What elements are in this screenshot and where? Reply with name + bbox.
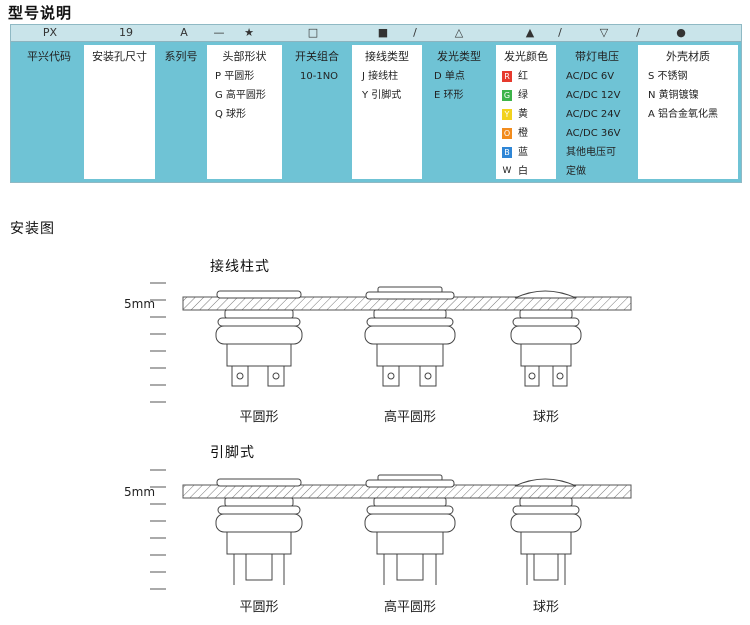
column-head-shape: 头部形状 P 平圆形 G 高平圆形 Q 球形 [207, 45, 282, 179]
switch-ball-terminal [510, 290, 582, 387]
code-19: 19 [119, 26, 133, 39]
column-header: 平兴代码 [27, 50, 71, 63]
list-item: AC/DC 36V [566, 128, 621, 139]
code-a: A [180, 26, 188, 39]
color-name: 白 [518, 166, 528, 177]
column-header: 外壳材质 [666, 50, 710, 63]
color-swatch: O [502, 127, 512, 139]
column-lamp-voltage: 带灯电压 AC/DC 6V AC/DC 12V AC/DC 24V AC/DC … [558, 45, 636, 179]
code-down-triangle: ▽ [599, 26, 609, 39]
code-px: PX [42, 26, 58, 39]
list-item: P 平圆形 [215, 71, 255, 82]
column-header: 发光颜色 [504, 50, 548, 63]
list-item: Q 球形 [215, 109, 247, 120]
color-swatch: G [502, 89, 512, 101]
color-name: 蓝 [518, 147, 528, 158]
color-name: 橙 [518, 128, 528, 139]
section-pin-title: 引脚式 [210, 445, 255, 461]
switch-high-flat-round-terminal [364, 286, 456, 387]
thickness-label: 5mm [124, 297, 156, 311]
list-item: E 环形 [434, 90, 464, 101]
color-swatch: Y [502, 108, 512, 120]
list-item: AC/DC 24V [566, 109, 621, 120]
list-item: 10-1NO [300, 71, 339, 82]
model-legend-table: PX 19 A — ★ □ ■ / △ ▲ / ▽ / ● 平兴代码 安装孔尺寸… [10, 24, 742, 183]
list-item: AC/DC 6V [566, 71, 615, 82]
column-header: 系列号 [164, 50, 198, 63]
shape-label-high-flat: 高平圆形 [383, 600, 436, 615]
shape-label-ball: 球形 [532, 600, 559, 615]
column-light-type: 发光类型 D 单点 E 环形 [424, 45, 494, 179]
column-series: 系列号 [157, 45, 205, 179]
code-row: PX 19 A — ★ □ ■ / △ ▲ / ▽ / ● [11, 25, 741, 42]
section-terminal-title: 接线柱式 [210, 259, 270, 275]
code-filled-square: ■ [377, 26, 389, 39]
column-switch-combo: 开关组合 10-1NO [284, 45, 350, 179]
color-swatch: W [502, 165, 512, 177]
code-slash: / [413, 26, 417, 39]
column-header: 带灯电压 [575, 50, 619, 63]
shape-label-ball: 球形 [532, 410, 559, 425]
list-item: G 高平圆形 [215, 90, 266, 101]
code-open-triangle: △ [454, 26, 464, 39]
color-swatch: B [502, 146, 512, 158]
install-heading: 安装图 [10, 221, 55, 237]
switch-flat-round-pin [215, 478, 303, 585]
column-housing-material: 外壳材质 S 不锈钢 N 黄铜镀镍 A 铝合金氧化黑 [638, 45, 738, 179]
shape-label-flat: 平圆形 [239, 600, 279, 615]
column-header: 头部形状 [222, 50, 267, 63]
color-name: 绿 [518, 90, 528, 101]
color-name: 红 [518, 71, 528, 82]
column-header: 发光类型 [437, 50, 481, 63]
code-slash: / [636, 26, 640, 39]
switch-flat-round-terminal [215, 290, 303, 387]
list-item: S 不锈钢 [648, 71, 688, 82]
column-header: 安装孔尺寸 [92, 50, 147, 63]
list-item: AC/DC 12V [566, 90, 621, 101]
thickness-label: 5mm [124, 485, 156, 499]
code-dash: — [213, 26, 225, 39]
column-header: 接线类型 [365, 50, 409, 63]
color-name: 黄 [518, 109, 528, 120]
column-wiring-type: 接线类型 J 接线柱 Y 引脚式 [352, 45, 422, 179]
switch-ball-pin [510, 478, 582, 585]
list-item: 定做 [566, 166, 586, 177]
code-open-square: □ [307, 26, 319, 39]
model-heading: 型号说明 [8, 4, 73, 22]
list-item: D 单点 [434, 71, 465, 82]
code-star: ★ [244, 26, 254, 39]
shape-label-flat: 平圆形 [239, 410, 279, 425]
list-item: Y 引脚式 [362, 90, 402, 101]
code-slash: / [558, 26, 562, 39]
scale-ticks-top [150, 282, 166, 403]
scale-ticks-bottom [150, 469, 166, 590]
list-item: N 黄铜镀镍 [648, 90, 699, 101]
column-header: 开关组合 [295, 50, 339, 63]
column-hole-size: 安装孔尺寸 [84, 45, 155, 179]
code-circle: ● [676, 26, 686, 39]
list-item: 其他电压可 [566, 147, 616, 158]
switch-high-flat-round-pin [364, 474, 456, 585]
shape-label-high-flat: 高平圆形 [383, 410, 436, 425]
list-item: A 铝合金氧化黑 [648, 109, 719, 120]
code-filled-triangle: ▲ [525, 26, 535, 39]
column-code: 平兴代码 [16, 45, 82, 179]
list-item: J 接线柱 [362, 71, 399, 82]
color-swatch: R [502, 70, 512, 82]
